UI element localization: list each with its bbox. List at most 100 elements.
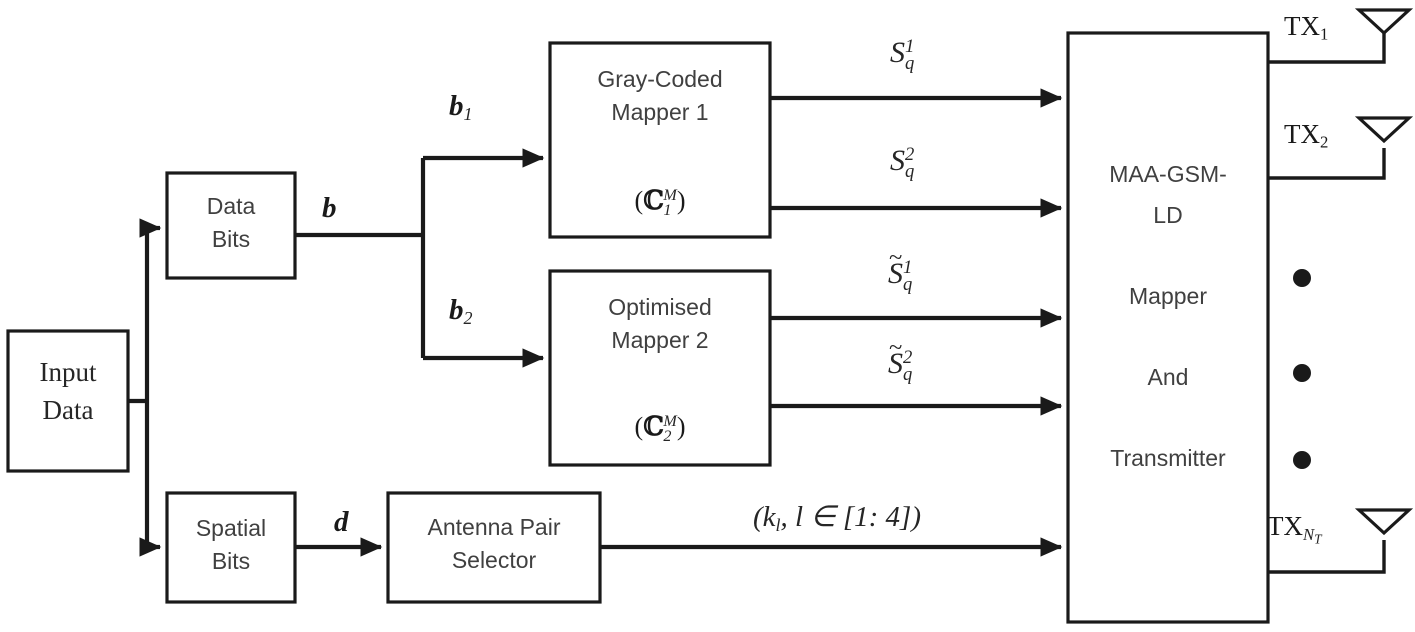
sqtilde2-base-wrap: ~S <box>888 334 903 386</box>
sq1-sup: 1 <box>905 35 915 57</box>
maa-line-2: LD <box>1153 202 1183 228</box>
maa-line-3: Mapper <box>1129 283 1207 309</box>
wire-maa-to-tx2 <box>1268 148 1386 180</box>
block-data-bits <box>165 171 297 280</box>
opt-mapper-line2: Mapper 2 <box>611 326 709 353</box>
antenna-label-tx1: TX1 <box>1284 7 1328 45</box>
block-spatial-bits <box>165 491 297 604</box>
block-label-aps: Antenna Pair Selector <box>388 511 600 576</box>
data-bits-line1: Data <box>206 193 256 219</box>
gray-mapper-symbol: (ℂ M 1 ) <box>550 183 770 220</box>
signal-d-base: d <box>334 506 349 538</box>
opt-mapper-symbol-base: ℂ <box>643 412 664 442</box>
tx1-prefix: TX <box>1284 11 1320 41</box>
antenna-icon-tx2 <box>1354 116 1414 144</box>
paren-open: ( <box>634 412 644 441</box>
signal-label-sqtilde2: ~S 2 q <box>888 334 913 386</box>
signal-b-base: b <box>322 192 337 224</box>
wire-maa-to-txnt <box>1268 540 1386 574</box>
paren-close: ) <box>676 412 686 441</box>
block-label-opt-mapper: Optimised Mapper 2 <box>550 291 770 356</box>
gray-mapper-sup: M <box>663 187 677 205</box>
sq1-sub: q <box>905 52 915 74</box>
antenna-sel-open: (k <box>753 501 776 533</box>
aps-line2: Selector <box>451 546 537 573</box>
antenna-label-txnt: TXNT <box>1267 507 1322 547</box>
txnt-sub-group: NT <box>1303 524 1322 547</box>
signal-label-d: d <box>334 502 349 543</box>
sq2-sub: q <box>905 160 915 182</box>
sqtilde2-tilde: ~ <box>888 333 903 361</box>
txnt-sub: N <box>1303 524 1315 544</box>
ellipsis-dot-1 <box>1293 269 1311 287</box>
signal-b1-base: b <box>449 90 464 122</box>
sqtilde2-group: ~S 2 q <box>888 334 913 386</box>
block-label-gray-mapper: Gray-Coded Mapper 1 <box>550 63 770 128</box>
block-label-spatial-bits: Spatial Bits <box>167 512 295 577</box>
gray-mapper-line2: Mapper 1 <box>611 98 709 125</box>
antenna-icon-tx1 <box>1354 8 1414 36</box>
sqtilde1-tilde: ~ <box>888 243 903 271</box>
tx2-prefix: TX <box>1284 119 1320 149</box>
paren-open: ( <box>634 186 644 215</box>
signal-label-sq2: S 2 q <box>890 140 914 183</box>
block-aps <box>386 491 602 604</box>
ellipsis-dot-3 <box>1293 451 1311 469</box>
input-data-line2: Data <box>42 395 94 426</box>
maa-line-4: And <box>1147 364 1189 390</box>
sqtilde1-group: ~S 1 q <box>888 244 913 296</box>
paren-close: ) <box>676 186 686 215</box>
signal-label-sqtilde1: ~S 1 q <box>888 244 913 296</box>
gray-mapper-symbol-base: ℂ <box>643 186 664 216</box>
sq2-group: S 2 q <box>890 140 914 183</box>
block-label-data-bits: Data Bits <box>167 190 295 255</box>
sqtilde2-sub: q <box>903 363 913 385</box>
antenna-label-tx2: TX2 <box>1284 115 1328 153</box>
antenna-sel-sub: l <box>775 515 781 536</box>
gray-mapper-sub: 1 <box>663 201 672 219</box>
maa-line-1: MAA-GSM- <box>1109 161 1227 187</box>
ellipsis-dot-2 <box>1293 364 1311 382</box>
input-data-line1: Input <box>39 357 97 387</box>
sqtilde1-base-wrap: ~S <box>888 244 903 296</box>
signal-label-b1: b1 <box>449 86 472 127</box>
signal-label-b2: b2 <box>449 290 472 331</box>
signal-b2-base: b <box>449 294 464 326</box>
spatial-bits-line2: Bits <box>211 547 251 574</box>
signal-label-sq1: S 1 q <box>890 32 914 75</box>
block-input-data <box>6 329 130 473</box>
signal-label-b: b <box>322 188 337 229</box>
maa-line-5: Transmitter <box>1110 445 1226 471</box>
spatial-bits-line1: Spatial <box>195 515 267 541</box>
block-maa-gsm-ld <box>1066 31 1270 624</box>
sqtilde2-sup: 2 <box>903 346 913 368</box>
block-label-input-data: Input Data <box>8 353 128 430</box>
aps-line1: Antenna Pair <box>427 514 561 540</box>
sq1-group: S 1 q <box>890 32 914 75</box>
sq2-base: S <box>890 144 905 177</box>
sqtilde1-base: S <box>888 257 903 290</box>
sqtilde1-sup: 1 <box>903 256 913 278</box>
sq1-base: S <box>890 36 905 69</box>
opt-mapper-symbol-scripts: M 2 <box>663 409 676 446</box>
txnt-prefix: TX <box>1267 511 1303 541</box>
sq2-sup: 2 <box>905 143 915 165</box>
txnt-sub2: T <box>1314 531 1322 547</box>
data-bits-line2: Bits <box>211 225 251 252</box>
signal-label-antenna-selection: (kl, l ∈ [1: 4]) <box>753 497 921 538</box>
block-opt-mapper <box>548 269 772 467</box>
antenna-sel-rest: , l ∈ [1: 4]) <box>780 501 921 533</box>
sqtilde2-base: S <box>888 347 903 380</box>
block-label-maa-gsm-ld: MAA-GSM- LD Mapper And Transmitter <box>1068 163 1268 470</box>
signal-b2-sub: 2 <box>463 308 473 329</box>
opt-mapper-sub: 2 <box>663 427 672 445</box>
gray-mapper-line1: Gray-Coded <box>597 66 723 92</box>
tx2-sub: 2 <box>1320 132 1329 152</box>
antenna-icon-txnt <box>1354 508 1414 536</box>
gray-mapper-symbol-scripts: M 1 <box>663 183 676 220</box>
opt-mapper-symbol: (ℂ M 2 ) <box>550 409 770 446</box>
wire-maa-to-tx1 <box>1268 32 1386 64</box>
signal-b1-sub: 1 <box>463 104 473 125</box>
opt-mapper-sup: M <box>663 413 677 431</box>
